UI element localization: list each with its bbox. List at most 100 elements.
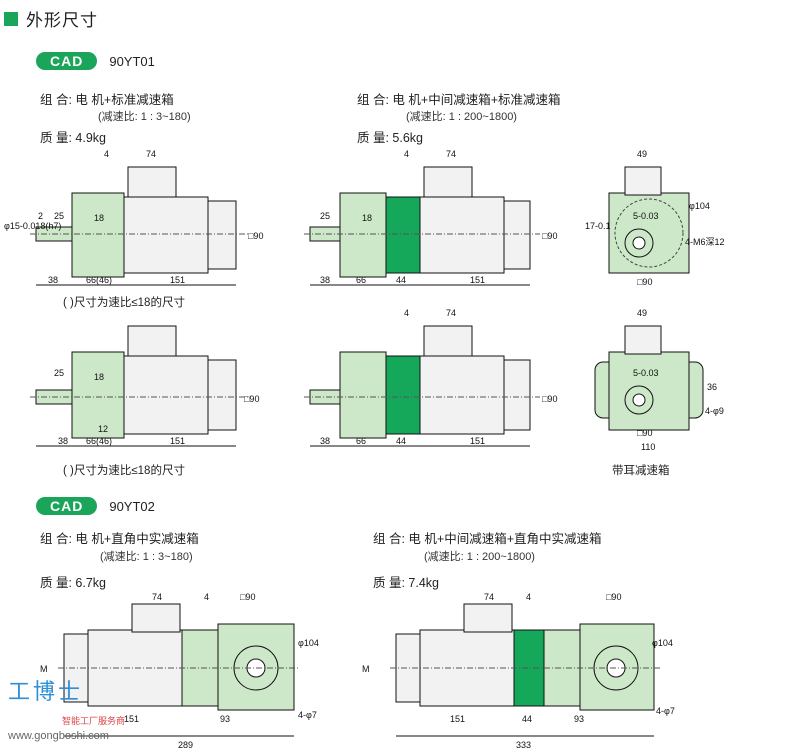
dim-44: 44 xyxy=(396,436,406,446)
dim-36: 36 xyxy=(707,382,717,392)
mass-text: 质 量: 5.6kg xyxy=(357,131,423,145)
drawing-right-angle-gearbox: M 151 93 289 74 4 □90 φ104 4-φ7 xyxy=(40,592,319,750)
section-title: 外形尺寸 xyxy=(26,11,98,30)
cad-header-90yt02: CAD 90YT02 xyxy=(36,497,155,515)
terminal-box xyxy=(624,325,662,355)
motor-body xyxy=(123,196,209,274)
dim-49: 49 xyxy=(637,308,647,318)
dim-square-90: □90 xyxy=(606,592,621,602)
dim-66-46: 66(46) xyxy=(86,275,112,285)
section-header: 外形尺寸 xyxy=(4,6,98,31)
output-shaft xyxy=(309,226,341,242)
dim-5: 5-0.03 xyxy=(633,368,659,378)
dim-square-90: □90 xyxy=(637,428,652,438)
dim-7: 4-φ7 xyxy=(656,706,675,716)
dim-38: 38 xyxy=(320,436,330,446)
watermark-subtitle: 智能工厂服务商 xyxy=(62,716,126,726)
dim-104: φ104 xyxy=(689,201,710,211)
dim-25: 25 xyxy=(54,211,64,221)
motor-end-cap xyxy=(503,200,531,270)
dim-2: 2 xyxy=(38,211,43,221)
eared-gearbox-caption: 带耳减速箱 xyxy=(612,465,670,477)
motor-body xyxy=(419,355,505,435)
dim-93: 93 xyxy=(220,714,230,724)
gearbox-body xyxy=(71,192,125,278)
watermark: 工博士 xyxy=(8,674,83,706)
dim-104: φ104 xyxy=(652,638,673,648)
dim-square-90: □90 xyxy=(248,231,263,241)
drawing-eared-gearbox: 49 5-0.03 36 4-φ9 □90 110 xyxy=(594,308,724,452)
dim-74: 74 xyxy=(484,592,494,602)
dim-151: 151 xyxy=(470,436,485,446)
dim-151: 151 xyxy=(470,275,485,285)
ratio-text: (减速比: 1 : 3~180) xyxy=(98,111,191,123)
dim-151: 151 xyxy=(124,714,139,724)
combo-text: 组 合: 电 机+直角中实减速箱 xyxy=(40,532,199,546)
ratio-text: (减速比: 1 : 200~1800) xyxy=(424,551,535,563)
cad-badge[interactable]: CAD xyxy=(36,497,98,515)
drawing-motor-standard-gearbox: 38 66(46) 151 74 4 25 2 18 □90 φ15-0.018… xyxy=(4,149,263,286)
dim-12: 12 xyxy=(98,424,108,434)
dim-18: 18 xyxy=(94,372,104,382)
dim-17: 17-0.1 xyxy=(585,221,611,231)
model-name: 90YT01 xyxy=(109,53,155,69)
dim-M: M xyxy=(362,664,370,674)
mass-text: 质 量: 4.9kg xyxy=(40,131,106,145)
dim-25: 25 xyxy=(54,368,64,378)
dim-square-90: □90 xyxy=(637,277,652,287)
dim-110: 110 xyxy=(641,442,655,452)
dim-5: 5-0.03 xyxy=(633,211,659,221)
watermark-url: www.gongboshi.com xyxy=(8,730,109,742)
combo-text: 组 合: 电 机+标准减速箱 xyxy=(40,93,174,107)
terminal-box xyxy=(127,166,177,198)
dim-4: 4 xyxy=(204,592,209,602)
dim-9: 4-φ9 xyxy=(705,406,724,416)
dim-93: 93 xyxy=(574,714,584,724)
motor-end-cap xyxy=(503,359,531,431)
drawing-front-view: 49 φ104 5-0.03 17-0.1 4-M6深12 □90 xyxy=(585,149,725,287)
dim-74: 74 xyxy=(146,149,156,159)
motor-body xyxy=(419,196,505,274)
watermark-logo: 工博士 xyxy=(8,680,84,705)
dim-74: 74 xyxy=(446,308,456,318)
dim-m6: 4-M6深12 xyxy=(685,237,725,247)
motor-body xyxy=(123,355,209,435)
shaft-circle xyxy=(624,385,654,415)
output-shaft xyxy=(309,389,341,405)
cad-header-90yt01: CAD 90YT01 xyxy=(36,52,155,70)
dim-7: 4-φ7 xyxy=(298,710,317,720)
model-name: 90YT02 xyxy=(109,498,155,514)
flange-square xyxy=(608,351,690,431)
dim-18: 18 xyxy=(362,213,372,223)
dim-66-46: 66(46) xyxy=(86,436,112,446)
combo-text: 组 合: 电 机+中间减速箱+直角中实减速箱 xyxy=(373,532,602,546)
dim-25: 25 xyxy=(320,211,330,221)
cad-badge[interactable]: CAD xyxy=(36,52,98,70)
dim-18: 18 xyxy=(94,213,104,223)
terminal-box xyxy=(423,166,473,198)
intermediate-gearbox xyxy=(385,355,421,435)
dim-square-90: □90 xyxy=(240,592,255,602)
gearbox-body xyxy=(339,192,387,278)
pcd-circle xyxy=(614,198,684,268)
section-marker xyxy=(4,11,18,26)
dim-66: 66 xyxy=(356,436,366,446)
motor-end-cap xyxy=(207,359,237,431)
bracket-note: ( )尺寸为速比≤18的尺寸 xyxy=(63,465,185,477)
dim-104: φ104 xyxy=(298,638,319,648)
dim-49: 49 xyxy=(637,149,647,159)
mass-text: 质 量: 6.7kg xyxy=(40,576,106,590)
terminal-box xyxy=(131,603,181,633)
dim-38: 38 xyxy=(48,275,58,285)
dim-square-90: □90 xyxy=(542,394,557,404)
dim-square-90: □90 xyxy=(542,231,557,241)
dim-74: 74 xyxy=(152,592,162,602)
dim-4: 4 xyxy=(526,592,531,602)
drawing-intermediate-right-angle-gearbox: M 151 44 93 333 74 4 □90 φ104 4-φ7 xyxy=(362,592,675,750)
dim-38: 38 xyxy=(320,275,330,285)
terminal-box xyxy=(423,325,473,357)
terminal-box xyxy=(624,166,662,196)
dim-289: 289 xyxy=(178,740,193,750)
terminal-box xyxy=(463,603,513,633)
dim-151: 151 xyxy=(170,436,185,446)
